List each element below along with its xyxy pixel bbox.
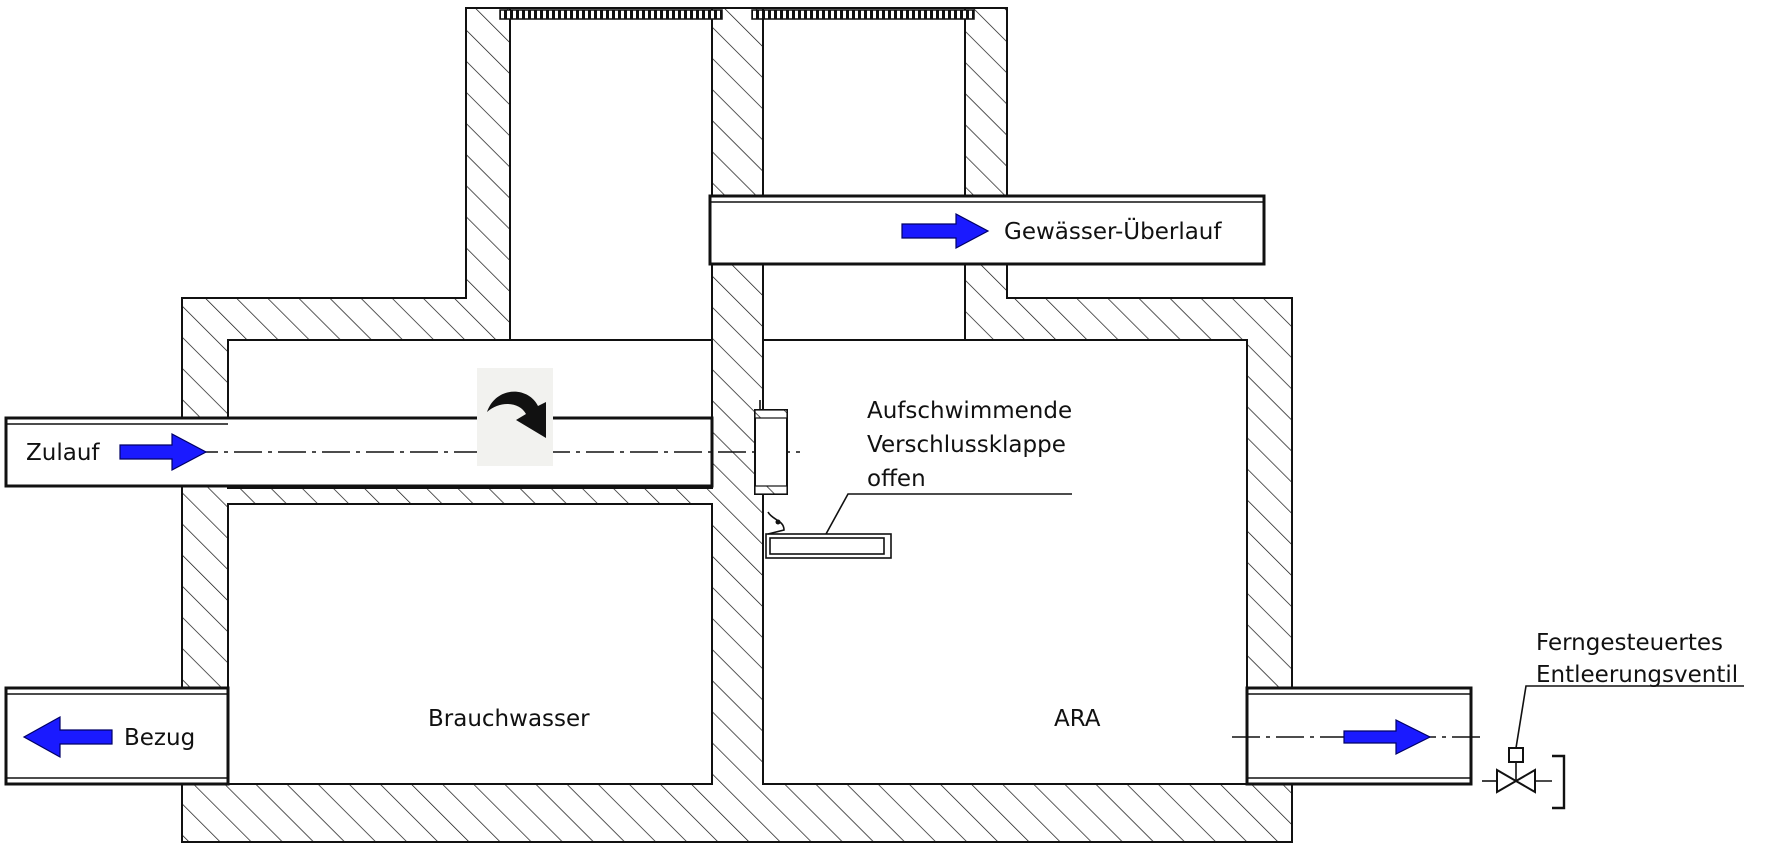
flap-seat: [754, 409, 788, 495]
klappe-label-2: Verschlussklappe: [867, 432, 1066, 458]
shaft-right: [762, 7, 966, 343]
valve-leader: [1515, 685, 1744, 749]
ueberlauf-label: Gewässer-Überlauf: [1004, 217, 1222, 245]
remote-valve-icon: [1482, 685, 1744, 810]
ara-flow-arrow: [1343, 719, 1432, 755]
ara-chamber: [762, 339, 1248, 785]
ara-label: ARA: [1054, 706, 1101, 732]
flap-plate: [765, 533, 892, 559]
cover-grate-right: [751, 9, 975, 20]
shaft-left: [509, 7, 713, 343]
inlet-flow-arrow: [119, 433, 208, 471]
zulauf-label: Zulauf: [26, 440, 100, 466]
brauchwasser-label: Brauchwasser: [428, 706, 590, 732]
klappe-label-3: offen: [867, 466, 926, 492]
cover-grate-left: [499, 9, 723, 20]
brauchwasser-chamber: [227, 503, 713, 785]
bezug-flow-arrow: [22, 715, 113, 759]
ventil-label-1: Ferngesteuertes: [1536, 630, 1723, 656]
bezug-label: Bezug: [124, 725, 195, 751]
flap-leader: [825, 493, 1072, 535]
overflow-flow-arrow: [901, 213, 990, 249]
ventil-label-2: Entleerungsventil: [1536, 662, 1738, 688]
curved-arrow-icon: [487, 391, 546, 438]
klappe-label-1: Aufschwimmende: [867, 398, 1072, 424]
